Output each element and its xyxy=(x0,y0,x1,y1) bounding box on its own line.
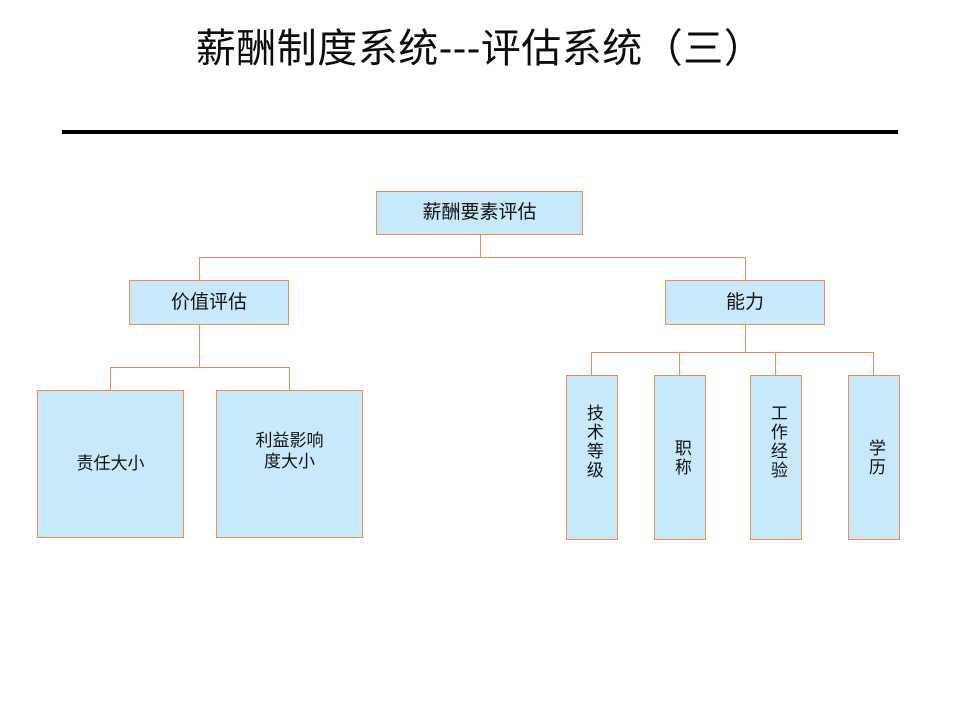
title-divider xyxy=(62,130,898,134)
node-ability[interactable]: 能力 xyxy=(665,280,825,325)
connector-drop-title xyxy=(679,352,680,375)
connector-value-bus xyxy=(110,367,289,368)
node-job-title[interactable]: 职称 xyxy=(654,375,706,540)
node-technical-grade[interactable]: 技术等级 xyxy=(566,375,618,540)
node-education-label: 学历 xyxy=(864,438,885,477)
connector-root-stem xyxy=(480,235,481,257)
connector-drop-edu xyxy=(873,352,874,375)
node-work-experience-label: 工作经验 xyxy=(766,403,787,480)
node-technical-grade-label: 技术等级 xyxy=(582,403,603,480)
node-responsibility-size-label: 责任大小 xyxy=(76,453,145,474)
connector-drop-duty xyxy=(110,367,111,390)
node-responsibility-size[interactable]: 责任大小 xyxy=(37,390,184,538)
node-value-assessment-label: 价值评估 xyxy=(170,290,247,313)
node-value-assessment[interactable]: 价值评估 xyxy=(129,280,289,325)
connector-drop-benefit xyxy=(289,367,290,390)
node-work-experience[interactable]: 工作经验 xyxy=(750,375,802,540)
connector-drop-skill xyxy=(591,352,592,375)
node-benefit-impact-size[interactable]: 利益影响 度大小 xyxy=(216,390,363,538)
node-root[interactable]: 薪酬要素评估 xyxy=(376,191,583,235)
connector-drop-value xyxy=(199,257,200,280)
node-job-title-label: 职称 xyxy=(670,438,691,477)
connector-value-stem xyxy=(199,325,200,367)
connector-drop-ability xyxy=(745,257,746,280)
node-benefit-impact-size-label: 利益影响 度大小 xyxy=(255,431,324,472)
connector-root-bus xyxy=(199,257,746,258)
node-ability-label: 能力 xyxy=(725,290,764,313)
page-title: 薪酬制度系统---评估系统（三） xyxy=(195,26,765,72)
node-root-label: 薪酬要素评估 xyxy=(422,201,537,224)
connector-drop-exp xyxy=(775,352,776,375)
connector-ability-stem xyxy=(745,325,746,352)
connector-ability-bus xyxy=(591,352,873,353)
node-education[interactable]: 学历 xyxy=(848,375,900,540)
